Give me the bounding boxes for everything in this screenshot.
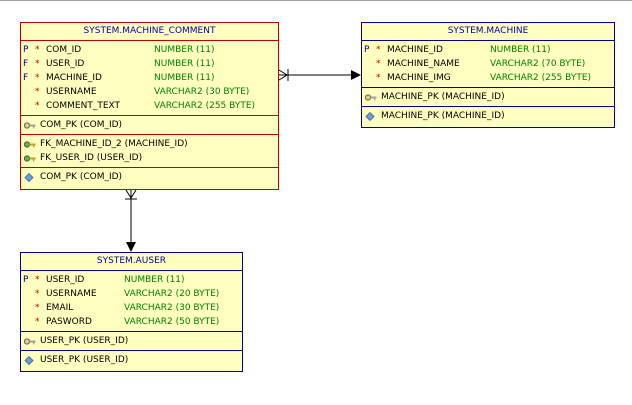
mandatory-star: *	[35, 87, 40, 97]
columns-section: P * COM_ID NUMBER (11) F * USER_ID NUMBE…	[21, 41, 278, 115]
column-type: VARCHAR2 (70 BYTE)	[490, 59, 586, 69]
foreign-key-row[interactable]: FK_MACHINE_ID_2 (MACHINE_ID)	[21, 137, 278, 151]
crowfoot-icon	[278, 69, 289, 81]
column-name: USERNAME	[46, 87, 97, 97]
arrowhead-icon	[351, 70, 361, 80]
column-type: VARCHAR2 (30 BYTE)	[154, 87, 250, 97]
table-machine[interactable]: SYSTEM.MACHINE P * MACHINE_ID NUMBER (11…	[361, 22, 615, 128]
diamond-icon	[24, 356, 34, 365]
index-label: MACHINE_PK (MACHINE_ID)	[381, 111, 505, 121]
pk-flag: P	[23, 275, 29, 285]
column-name: MACHINE_IMG	[387, 73, 451, 83]
keys-section: MACHINE_PK (MACHINE_ID)	[362, 87, 614, 106]
table-title: SYSTEM.MACHINE_COMMENT	[21, 23, 278, 41]
table-auser[interactable]: SYSTEM.AUSER P * USER_ID NUMBER (11) * U…	[20, 252, 243, 372]
table-title: SYSTEM.MACHINE	[362, 23, 614, 41]
primary-key-row[interactable]: MACHINE_PK (MACHINE_ID)	[362, 90, 614, 104]
column-name: MACHINE_NAME	[387, 59, 460, 69]
pk-flag: P	[23, 45, 29, 55]
mandatory-star: *	[35, 303, 40, 313]
mandatory-star: *	[35, 45, 40, 55]
column-type: VARCHAR2 (50 BYTE)	[124, 317, 220, 327]
column-name: USER_ID	[46, 275, 85, 285]
columns-section: P * MACHINE_ID NUMBER (11) * MACHINE_NAM…	[362, 41, 614, 87]
arrowhead-icon	[126, 242, 136, 252]
diamond-icon	[24, 173, 34, 182]
column-type: NUMBER (11)	[124, 275, 185, 285]
keys-section: USER_PK (USER_ID)	[21, 331, 242, 350]
column-row[interactable]: P * MACHINE_ID NUMBER (11)	[362, 43, 614, 57]
column-type: NUMBER (11)	[154, 73, 215, 83]
column-row[interactable]: * USERNAME VARCHAR2 (30 BYTE)	[21, 85, 278, 99]
mandatory-star: *	[35, 101, 40, 111]
primary-key-label: COM_PK (COM_ID)	[40, 120, 123, 130]
column-name: EMAIL	[46, 303, 74, 313]
crowfoot-icon	[125, 189, 137, 200]
key-icon	[365, 94, 377, 101]
fk-flag: F	[23, 59, 29, 69]
column-row[interactable]: * PASWORD VARCHAR2 (50 BYTE)	[21, 315, 242, 329]
foreign-key-row[interactable]: FK_USER_ID (USER_ID)	[21, 151, 278, 165]
indexes-section: COM_PK (COM_ID)	[21, 167, 278, 186]
mandatory-star: *	[35, 289, 40, 299]
key-icon	[24, 122, 36, 129]
table-machine-comment[interactable]: SYSTEM.MACHINE_COMMENT P * COM_ID NUMBER…	[20, 22, 279, 190]
fk-key-icon	[24, 141, 36, 148]
column-name: USERNAME	[46, 289, 97, 299]
column-row[interactable]: * USERNAME VARCHAR2 (20 BYTE)	[21, 287, 242, 301]
primary-key-label: USER_PK (USER_ID)	[40, 336, 129, 346]
column-row[interactable]: P * USER_ID NUMBER (11)	[21, 273, 242, 287]
mandatory-star: *	[35, 317, 40, 327]
index-row[interactable]: MACHINE_PK (MACHINE_ID)	[362, 109, 614, 123]
indexes-section: MACHINE_PK (MACHINE_ID)	[362, 106, 614, 125]
column-type: NUMBER (11)	[154, 59, 215, 69]
column-name: COM_ID	[46, 45, 82, 55]
foreign-key-label: FK_MACHINE_ID_2 (MACHINE_ID)	[40, 139, 188, 149]
column-name: PASWORD	[46, 317, 92, 327]
index-label: USER_PK (USER_ID)	[40, 355, 129, 365]
mandatory-star: *	[376, 73, 381, 83]
primary-key-row[interactable]: USER_PK (USER_ID)	[21, 334, 242, 348]
column-row[interactable]: * COMMENT_TEXT VARCHAR2 (255 BYTE)	[21, 99, 278, 113]
primary-key-row[interactable]: COM_PK (COM_ID)	[21, 118, 278, 132]
fk-flag: F	[23, 73, 29, 83]
fk-key-icon	[24, 155, 36, 162]
mandatory-star: *	[35, 73, 40, 83]
diamond-icon	[365, 112, 375, 121]
column-type: NUMBER (11)	[154, 45, 215, 55]
column-type: NUMBER (11)	[490, 45, 551, 55]
column-name: MACHINE_ID	[46, 73, 102, 83]
column-row[interactable]: P * COM_ID NUMBER (11)	[21, 43, 278, 57]
column-row[interactable]: * EMAIL VARCHAR2 (30 BYTE)	[21, 301, 242, 315]
primary-key-label: MACHINE_PK (MACHINE_ID)	[381, 92, 505, 102]
column-row[interactable]: * MACHINE_NAME VARCHAR2 (70 BYTE)	[362, 57, 614, 71]
pk-flag: P	[364, 45, 370, 55]
mandatory-star: *	[35, 275, 40, 285]
top-divider	[0, 0, 632, 1]
column-type: VARCHAR2 (30 BYTE)	[124, 303, 220, 313]
foreign-keys-section: FK_MACHINE_ID_2 (MACHINE_ID) FK_USER_ID …	[21, 134, 278, 167]
column-row[interactable]: * MACHINE_IMG VARCHAR2 (255 BYTE)	[362, 71, 614, 85]
keys-section: COM_PK (COM_ID)	[21, 115, 278, 134]
index-row[interactable]: USER_PK (USER_ID)	[21, 353, 242, 367]
index-label: COM_PK (COM_ID)	[40, 172, 123, 182]
column-type: VARCHAR2 (20 BYTE)	[124, 289, 220, 299]
key-icon	[24, 338, 36, 345]
columns-section: P * USER_ID NUMBER (11) * USERNAME VARCH…	[21, 271, 242, 331]
column-row[interactable]: F * MACHINE_ID NUMBER (11)	[21, 71, 278, 85]
column-name: COMMENT_TEXT	[46, 101, 121, 111]
mandatory-star: *	[35, 59, 40, 69]
indexes-section: USER_PK (USER_ID)	[21, 350, 242, 369]
mandatory-star: *	[376, 45, 381, 55]
foreign-key-label: FK_USER_ID (USER_ID)	[40, 153, 143, 163]
index-row[interactable]: COM_PK (COM_ID)	[21, 170, 278, 184]
table-title: SYSTEM.AUSER	[21, 253, 242, 271]
column-name: MACHINE_ID	[387, 45, 443, 55]
mandatory-star: *	[376, 59, 381, 69]
column-type: VARCHAR2 (255 BYTE)	[154, 101, 256, 111]
column-name: USER_ID	[46, 59, 85, 69]
column-row[interactable]: F * USER_ID NUMBER (11)	[21, 57, 278, 71]
column-type: VARCHAR2 (255 BYTE)	[490, 73, 592, 83]
